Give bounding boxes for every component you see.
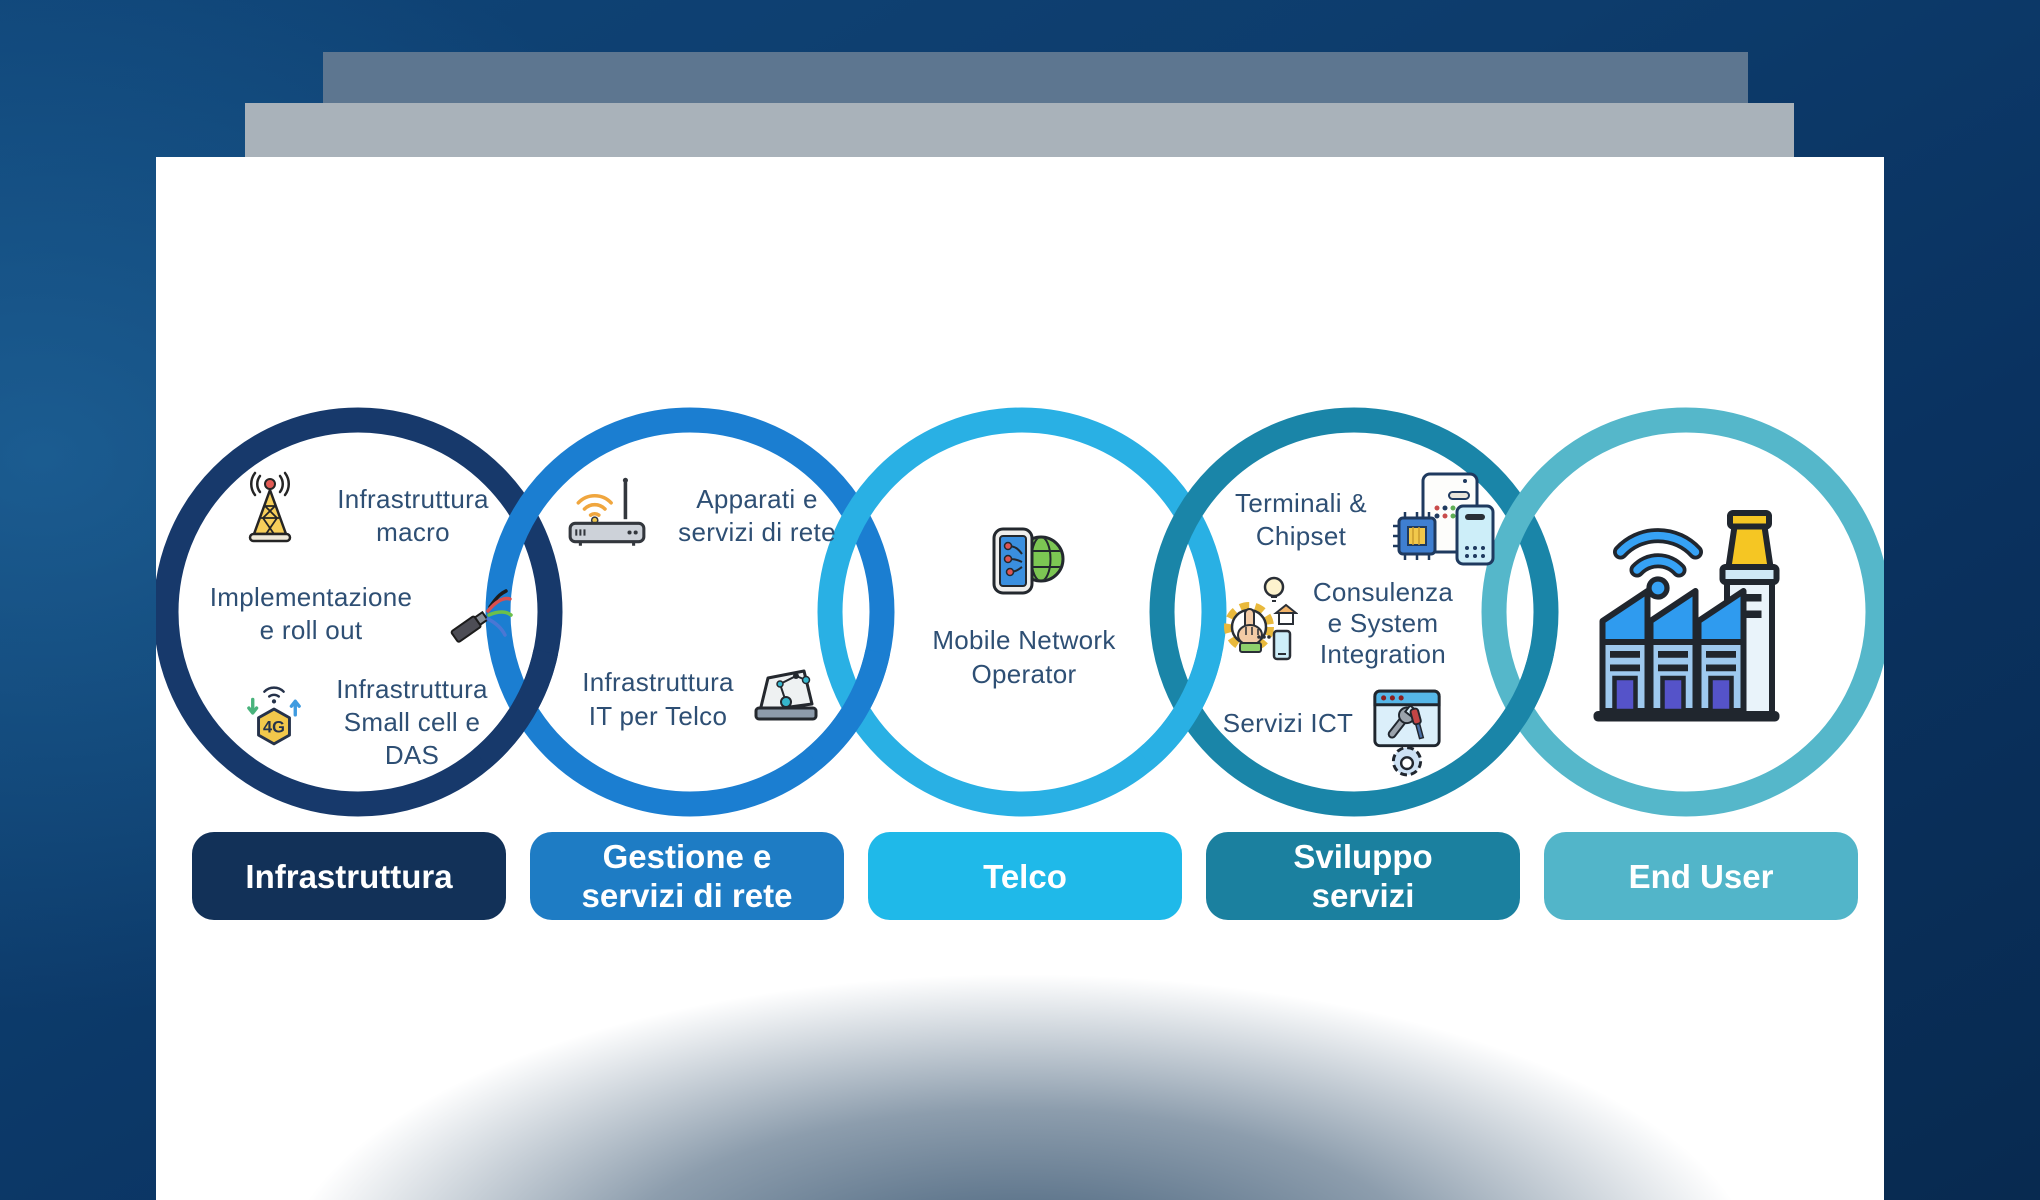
terminals-chipset-icon — [1393, 470, 1499, 568]
label-end-user: End User — [1544, 832, 1858, 920]
ring-telco — [817, 407, 1227, 817]
ict-services-icon — [1370, 685, 1444, 781]
small-cell-4g-icon: 4G — [245, 673, 303, 749]
chain-rings — [156, 407, 1884, 817]
item-terminali-chipset: Terminali & Chipset — [1235, 488, 1367, 551]
cable-icon — [448, 585, 514, 645]
item-infrastruttura-it-telco: Infrastruttura IT per Telco — [582, 667, 734, 731]
mobile-network-icon — [988, 525, 1066, 597]
ring-end-user — [1481, 407, 1884, 817]
item-consulenza-system-integration: Consulenza e System Integration — [1312, 577, 1454, 669]
item-small-cell-das: Infrastruttura Small cell e DAS — [336, 674, 488, 770]
ring-infrastruttura — [156, 407, 563, 817]
ring-sviluppo — [1149, 407, 1559, 817]
hologram-icon — [753, 662, 819, 724]
slide-canvas: Infrastruttura macro Implementazione e r… — [156, 157, 1884, 1200]
ring-overlap-1-2 — [473, 649, 559, 769]
svg-text:4G: 4G — [263, 718, 285, 736]
item-infrastruttura-macro: Infrastruttura macro — [337, 484, 489, 547]
ring-overlap-3-4 — [1137, 649, 1223, 769]
router-icon — [564, 472, 650, 550]
smart-factory-icon — [1590, 495, 1786, 723]
item-implementazione-rollout: Implementazione e roll out — [209, 582, 413, 645]
item-servizi-ict: Servizi ICT — [1222, 708, 1354, 738]
ring-overlap-4-5 — [1469, 649, 1555, 769]
label-gestione-servizi-rete: Gestione e servizi di rete — [530, 832, 844, 920]
label-telco: Telco — [868, 832, 1182, 920]
item-mobile-network-operator: Mobile Network Operator — [932, 625, 1116, 689]
label-infrastruttura: Infrastruttura — [192, 832, 506, 920]
ring-overlap-2-3 — [805, 649, 891, 769]
radio-tower-icon — [240, 471, 300, 547]
item-apparati-servizi-rete: Apparati e servizi di rete — [678, 484, 836, 547]
label-sviluppo-servizi: Sviluppo servizi — [1206, 832, 1520, 920]
consulting-icon — [1218, 575, 1298, 673]
